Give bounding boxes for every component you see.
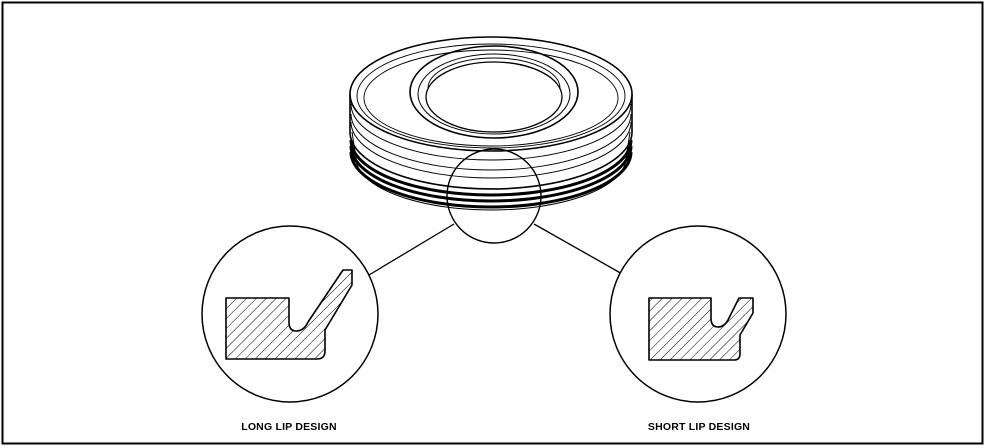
detail-magnifier-circle bbox=[446, 148, 542, 244]
long-lip-caption: LONG LIP DESIGN bbox=[241, 421, 337, 433]
short-lip-caption: SHORT LIP DESIGN bbox=[648, 421, 750, 433]
leader-line-right bbox=[533, 223, 625, 276]
long-lip-detail bbox=[201, 225, 379, 403]
short-lip-detail bbox=[609, 225, 787, 403]
leader-line-left bbox=[368, 223, 455, 276]
seal-ring bbox=[349, 36, 633, 211]
